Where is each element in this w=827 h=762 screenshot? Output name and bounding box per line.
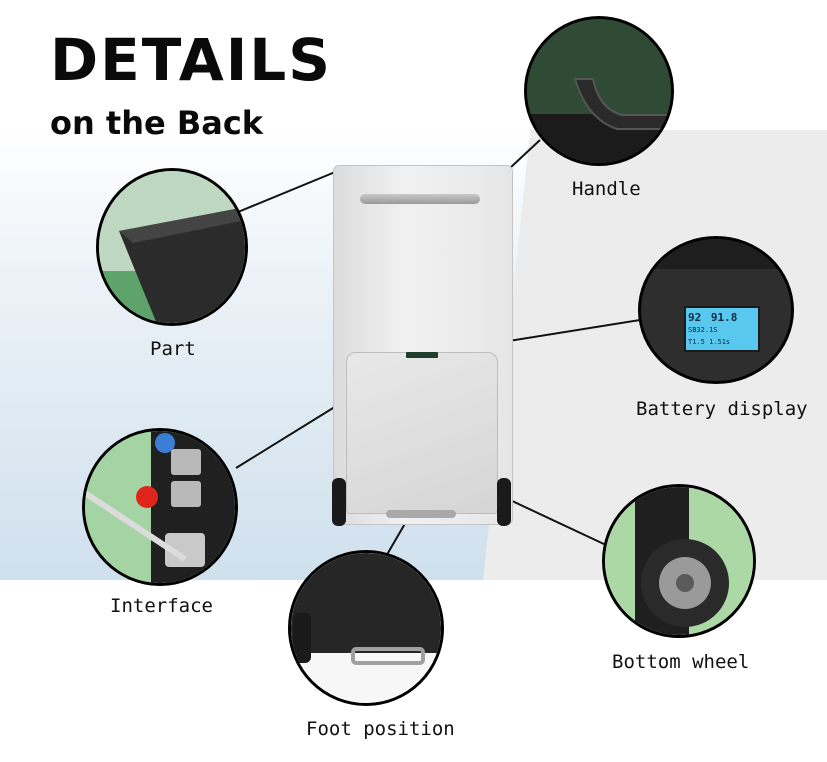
mini-battery-display xyxy=(406,352,438,358)
battery-display-circle: 92 91.8 SB32.1S T1.5 1.51s xyxy=(638,236,794,384)
right-wheel xyxy=(497,478,511,526)
interface-photo xyxy=(85,431,235,583)
interface-detail-circle xyxy=(82,428,238,586)
bottom-wheel-label: Bottom wheel xyxy=(612,651,750,673)
wheel-photo xyxy=(605,487,753,635)
foot-position-label: Foot position xyxy=(306,718,455,740)
foot-bar xyxy=(386,510,456,518)
page-title: DETAILS xyxy=(50,26,333,94)
front-box xyxy=(346,352,498,514)
part-photo xyxy=(99,171,245,323)
display-soc: 92 xyxy=(688,311,702,324)
display-voltage: 91.8 xyxy=(710,311,738,324)
part-label: Part xyxy=(150,338,196,360)
battery-photo xyxy=(641,239,791,381)
display-line2: SB32.1S xyxy=(688,326,718,334)
handle-bar xyxy=(360,194,480,204)
part-detail-circle xyxy=(96,168,248,326)
handle-photo xyxy=(527,19,671,163)
bottom-wheel-circle xyxy=(602,484,756,638)
handle-label: Handle xyxy=(572,178,641,200)
page-subtitle: on the Back xyxy=(50,104,264,142)
left-wheel xyxy=(332,478,346,526)
interface-label: Interface xyxy=(110,595,213,617)
foot-position-circle xyxy=(288,550,444,706)
display-line3: T1.5 1.51s xyxy=(688,338,731,346)
battery-display-label: Battery display xyxy=(636,398,808,420)
foot-photo xyxy=(291,553,441,703)
handle-detail-circle xyxy=(524,16,674,166)
